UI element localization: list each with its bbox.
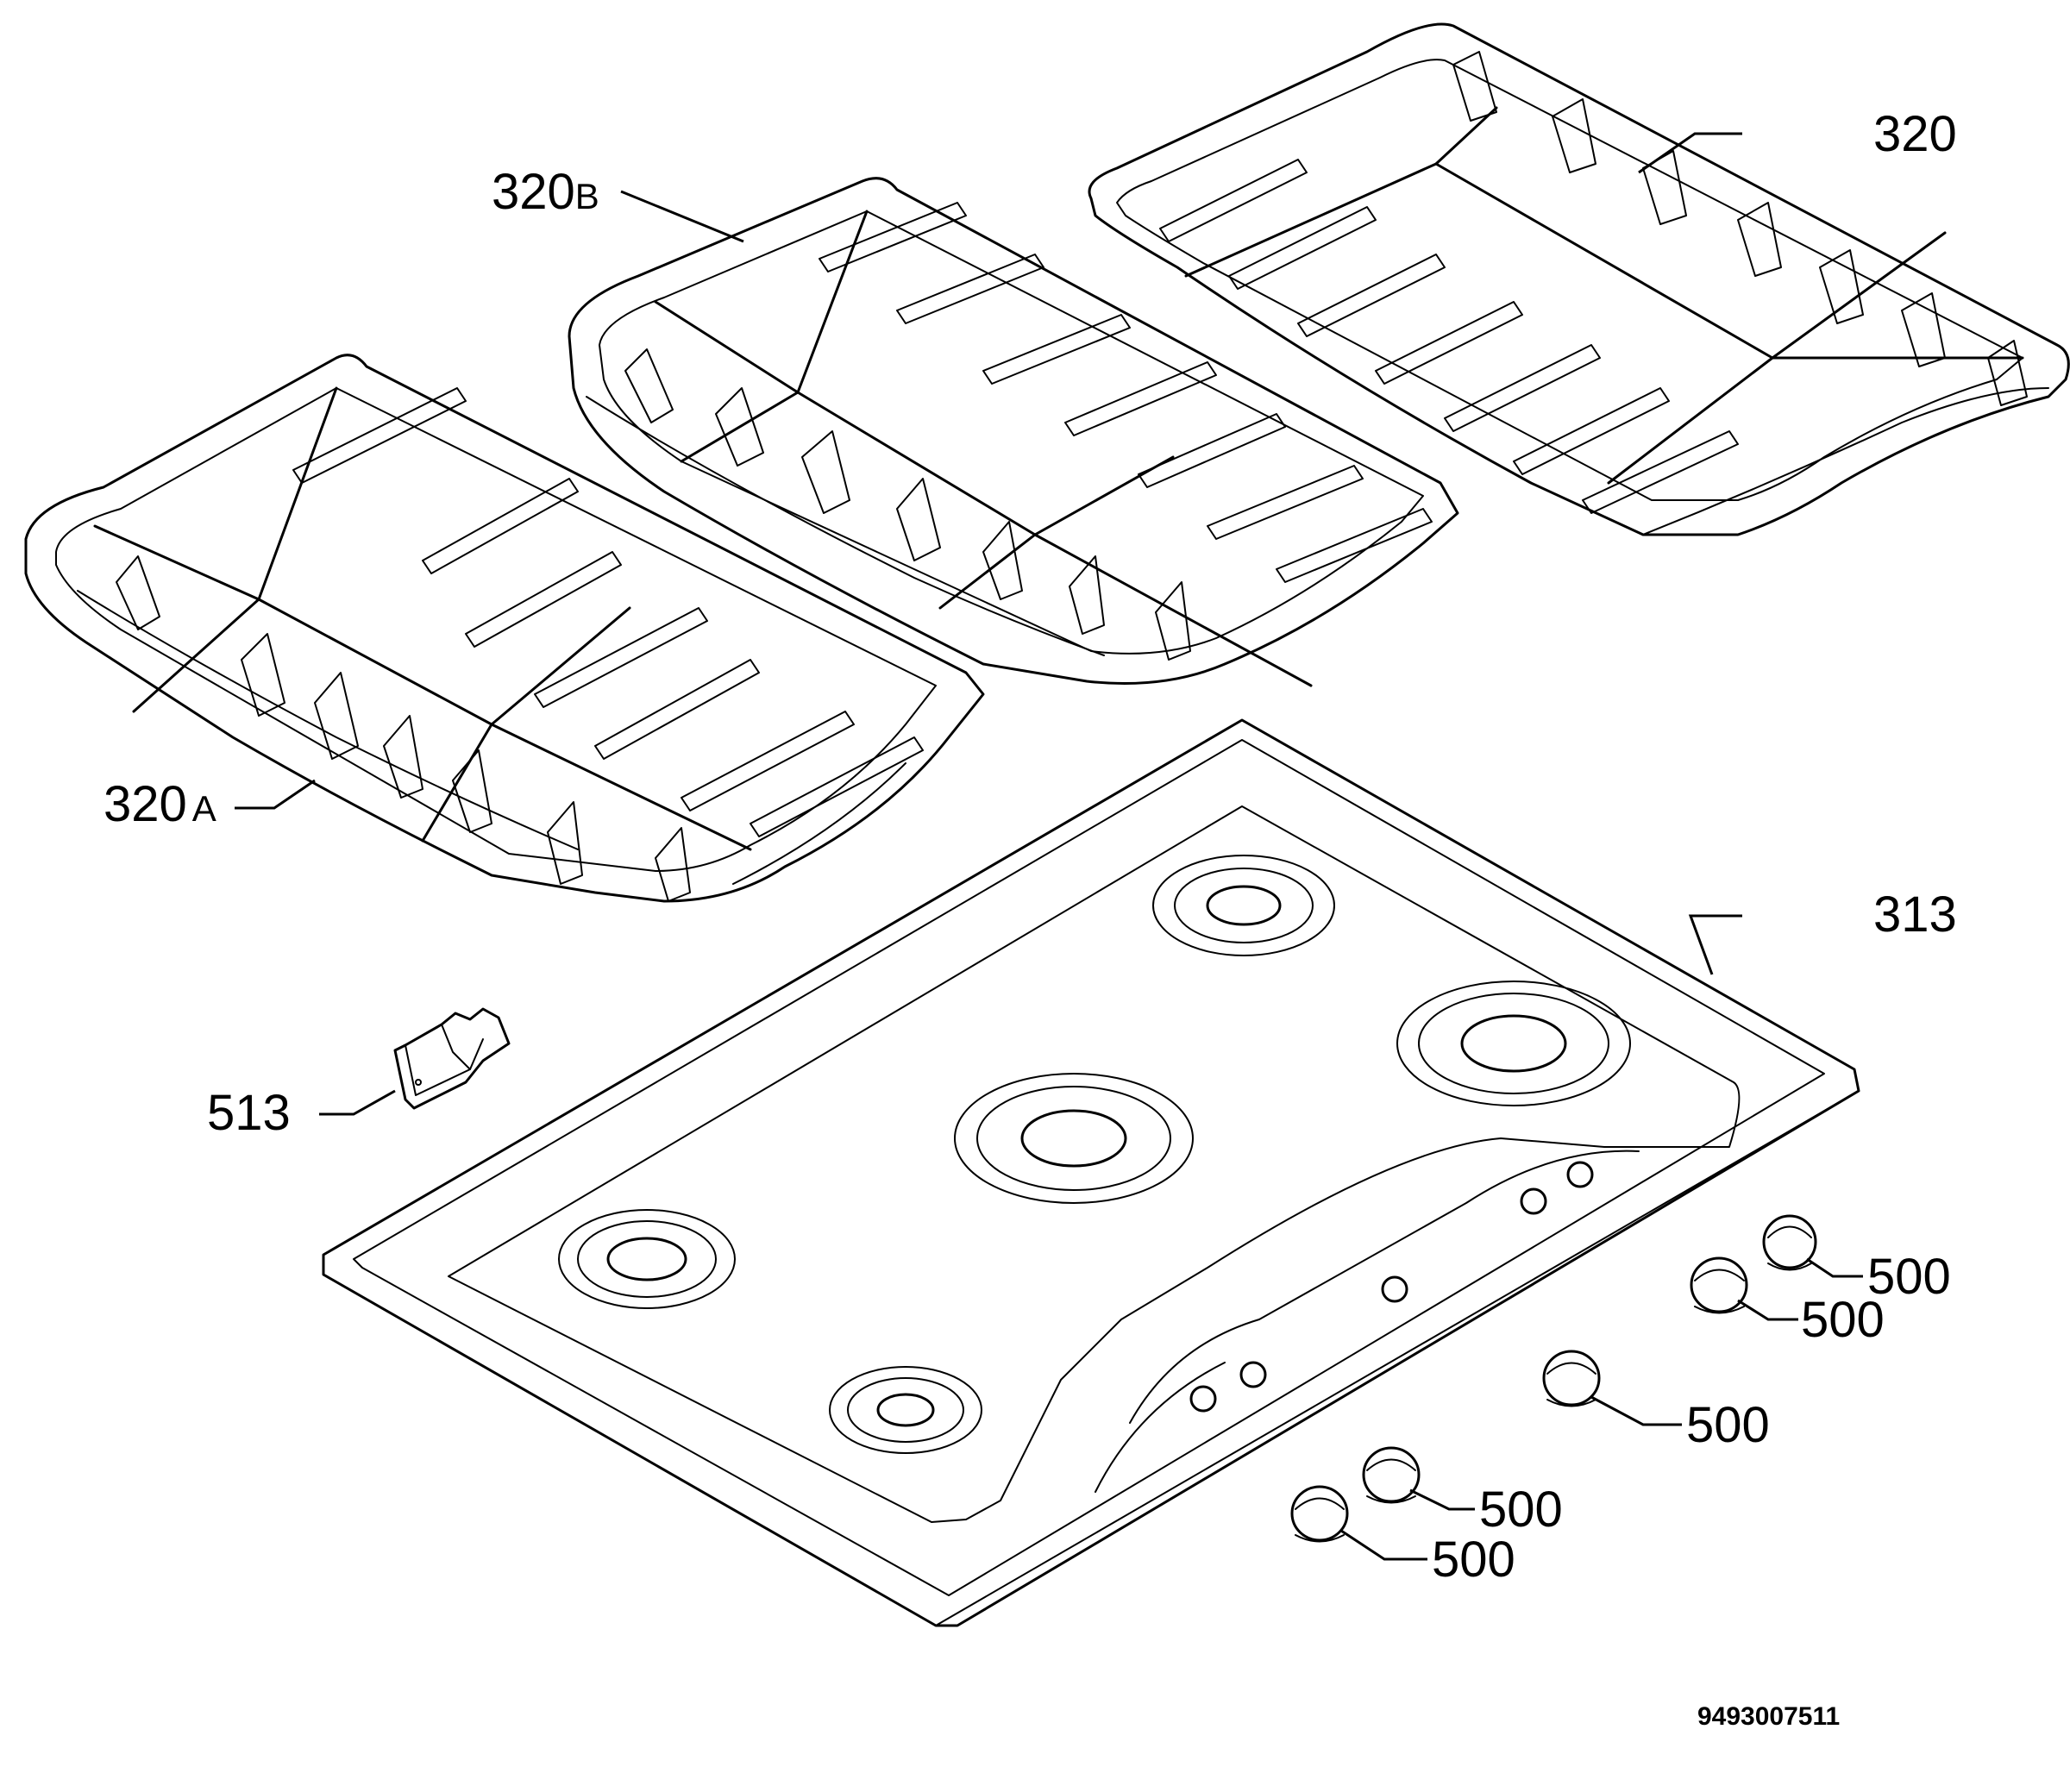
knob-4: [1362, 1446, 1421, 1504]
label-500-knob-5: 500: [1432, 1532, 1515, 1588]
label-500-knob-4: 500: [1479, 1482, 1563, 1538]
label-313: 313: [1873, 887, 1957, 943]
burner-front-left: [558, 1209, 736, 1309]
label-500-knob-1: 500: [1867, 1249, 1951, 1305]
label-500-knob-3: 500: [1686, 1397, 1770, 1453]
burner-center: [954, 1073, 1194, 1204]
pan-support-grate-right: [1088, 22, 2070, 536]
knob-1: [1762, 1214, 1817, 1271]
label-513: 513: [207, 1085, 291, 1141]
burner-rear-right: [1396, 981, 1631, 1106]
pan-support-grate-middle: [568, 177, 1459, 687]
bracket-clip: [393, 1007, 511, 1110]
knob-3: [1542, 1350, 1601, 1407]
label-320b: 320B: [492, 164, 599, 220]
label-320: 320: [1873, 106, 1957, 162]
control-knob-holes: [1189, 1161, 1594, 1413]
knob-2: [1690, 1256, 1748, 1314]
burner-rear-left: [1152, 855, 1335, 956]
label-500-knob-2: 500: [1801, 1292, 1885, 1348]
hob-top: [322, 718, 1860, 1627]
pan-support-grate-left: [24, 354, 985, 903]
burner-front-right: [829, 1366, 982, 1454]
knob-5: [1290, 1485, 1349, 1543]
drawing-code: 9493007511: [1697, 1702, 1840, 1731]
leader-lines: [235, 132, 1863, 1561]
